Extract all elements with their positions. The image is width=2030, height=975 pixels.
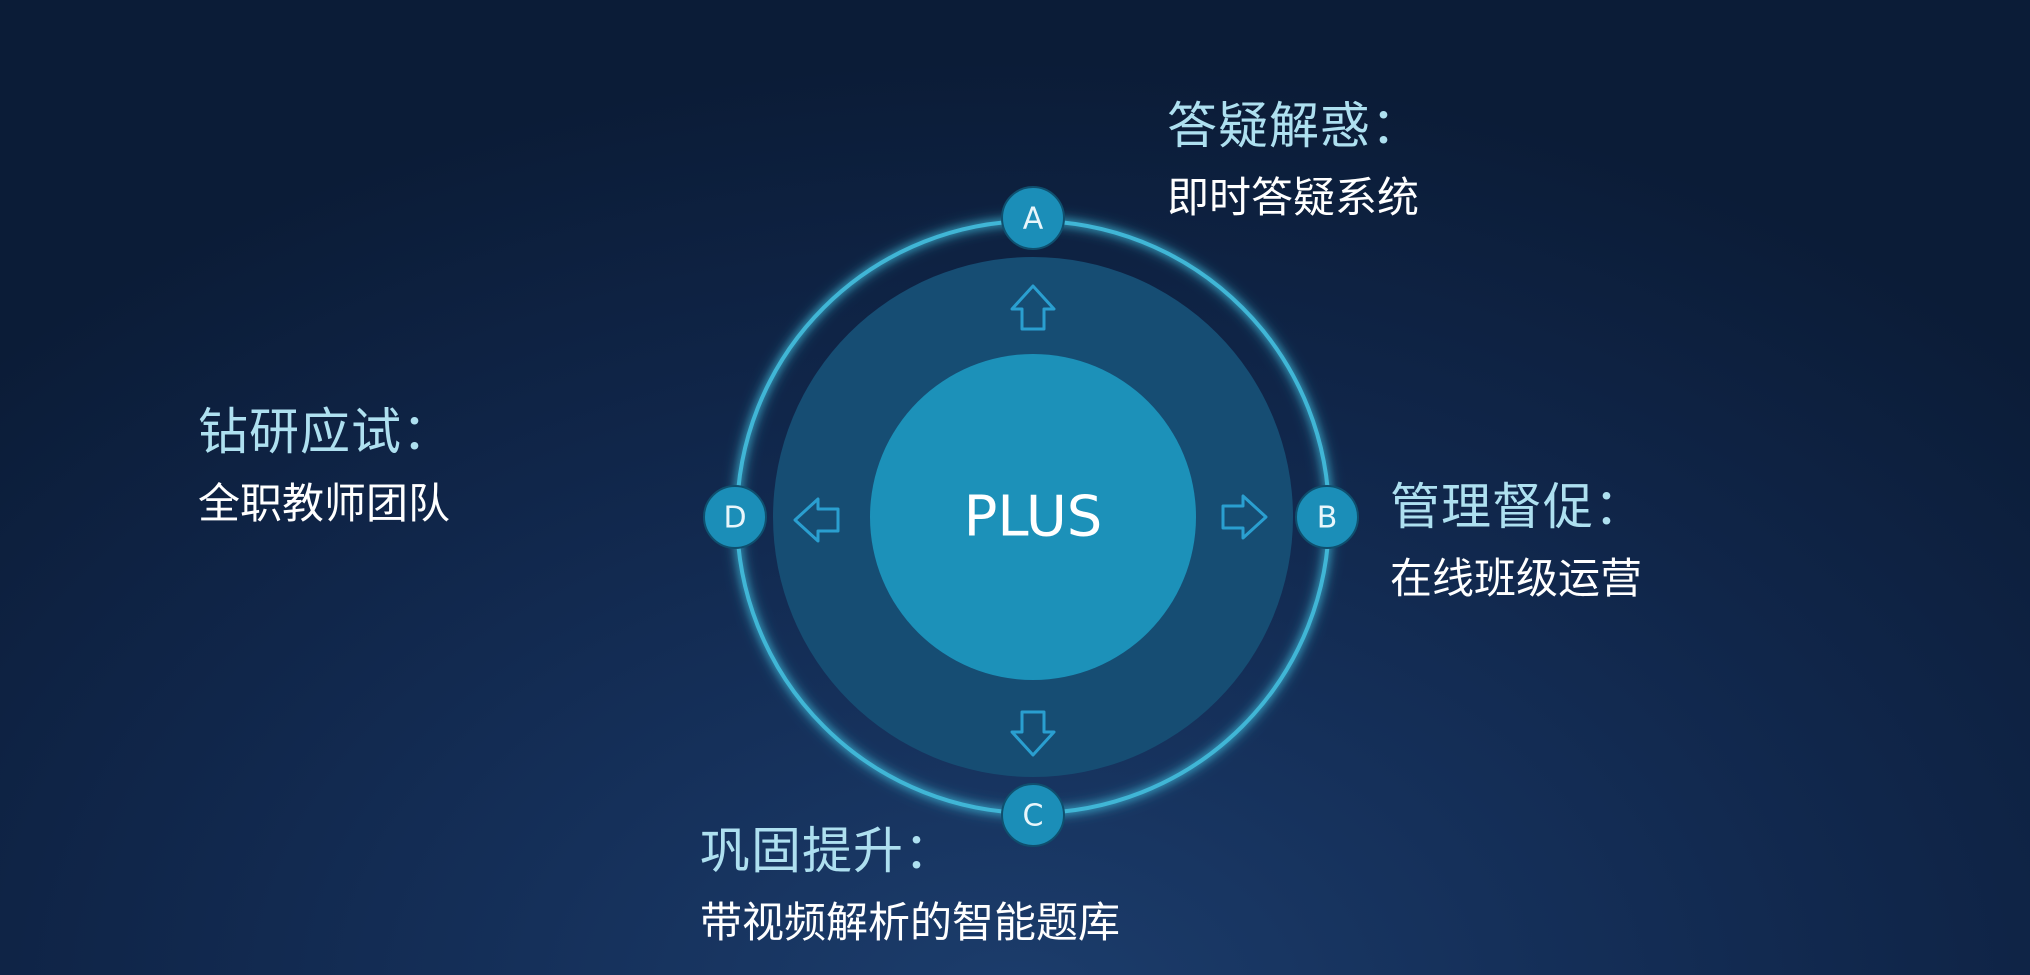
- label-a: 答疑解惑： 即时答疑系统: [1167, 101, 1422, 219]
- label-c-title: 巩固提升：: [700, 822, 955, 880]
- node-a-letter: A: [1023, 202, 1044, 237]
- label-b-title: 管理督促：: [1390, 478, 1645, 536]
- node-d-letter: D: [723, 501, 746, 536]
- center-disc: [870, 354, 1196, 680]
- node-a: A: [1001, 186, 1065, 250]
- node-c: C: [1001, 783, 1065, 847]
- arrow-up-icon: [1010, 284, 1056, 331]
- arrow-right-icon: [1221, 494, 1268, 540]
- label-a-title: 答疑解惑：: [1167, 97, 1422, 155]
- label-d: 钻研应试： 全职教师团队: [198, 407, 453, 525]
- label-b: 管理督促： 在线班级运营: [1390, 482, 1645, 600]
- arrow-down-icon: [1010, 710, 1056, 757]
- label-a-subtitle: 即时答疑系统: [1167, 173, 1420, 222]
- label-d-title: 钻研应试：: [198, 403, 453, 461]
- label-c-subtitle: 带视频解析的智能题库: [700, 898, 1121, 947]
- node-d: D: [703, 485, 767, 549]
- arrow-left-icon: [793, 497, 840, 543]
- node-b-letter: B: [1317, 501, 1338, 536]
- node-b: B: [1295, 485, 1359, 549]
- label-d-subtitle: 全职教师团队: [198, 479, 451, 528]
- label-b-subtitle: 在线班级运营: [1390, 554, 1643, 603]
- center-label: PLUS: [964, 485, 1103, 550]
- label-c: 巩固提升： 带视频解析的智能题库: [700, 826, 1120, 944]
- node-c-letter: C: [1023, 799, 1044, 834]
